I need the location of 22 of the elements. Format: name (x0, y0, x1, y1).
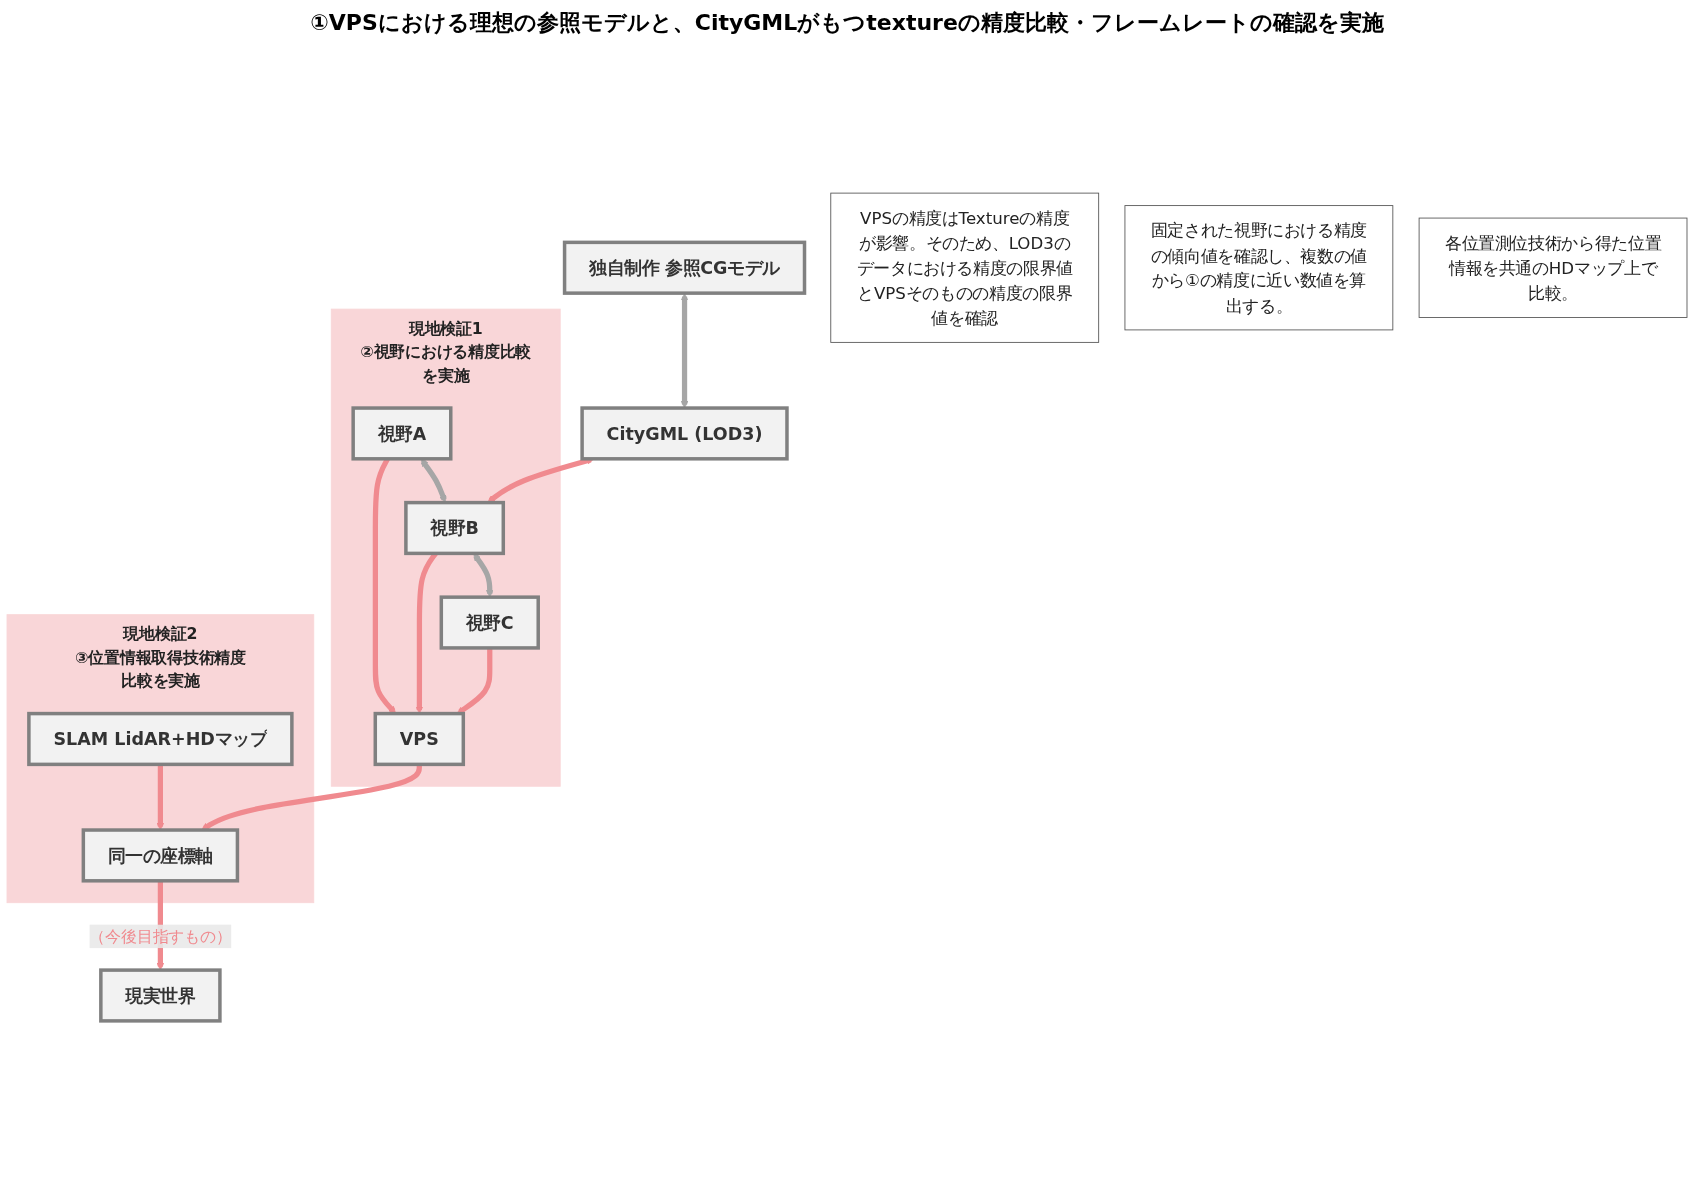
arrow (201, 764, 422, 831)
arrow (420, 458, 447, 503)
node-label: 現地検証1 (408, 318, 483, 338)
node-box: 同一の座標軸 (81, 828, 240, 883)
node-box: 各位置測位技術から得た位置情報を共通のHDマップ上で比較。 (1418, 217, 1688, 318)
arrow (456, 647, 493, 714)
diagram-title: ①VPSにおける理想の参照モデルと、CityGMLがもつtextureの精度比較・フレームレートの確認を実施 (309, 9, 1385, 37)
node-box: 視野C (439, 595, 540, 650)
arrow (473, 553, 494, 598)
arrow (156, 764, 165, 831)
node-label: 現地検証2 (123, 624, 198, 643)
node-box: 視野A (351, 406, 453, 461)
node-box: 視野B (404, 500, 506, 556)
node-box: CityGML (LOD3) (580, 406, 789, 461)
arrow (680, 293, 689, 409)
node-box: SLAM LidAR+HDマップ (27, 711, 294, 767)
node-box: VPSの精度はTextureの精度が影響。そのため、LOD3のデータにおける精度の限界値とVPSそのものの精度の限界値を確認 (830, 192, 1100, 343)
node-box: 現実世界 (99, 968, 222, 1023)
node-box: 固定された視野における精度の傾向値を確認し、複数の値から①の精度に近い数値を算出する。 (1124, 205, 1394, 331)
node-box: VPS (373, 711, 466, 767)
node-box: 独自制作 参照CGモデル (562, 240, 807, 295)
edge-label: （今後目指すもの） (89, 927, 232, 946)
